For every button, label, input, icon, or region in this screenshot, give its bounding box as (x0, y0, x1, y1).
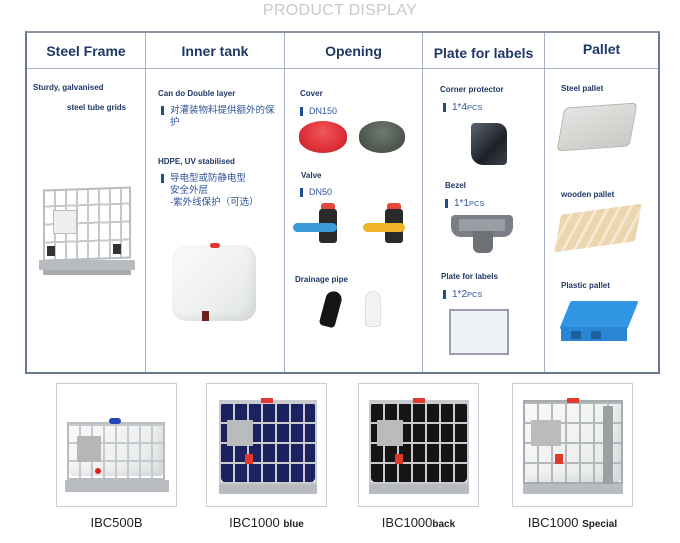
bullet-marker-icon (445, 199, 448, 208)
cover-label: Cover (300, 89, 323, 98)
cell-inner-tank: Can do Double layer 对灌装物料提供额外的保护 HDPE, U… (146, 69, 284, 372)
cell-opening: Cover DN150 Valve DN50 Drainage pipe (285, 69, 422, 372)
product-card-ibc1000-special[interactable] (512, 383, 633, 507)
plastic-pallet-label: Plastic pallet (561, 281, 610, 290)
valve-label: Valve (301, 171, 322, 180)
hdpe-bullet: 导电型或防静电型 安全外层 -紫外线保护（可选） (161, 173, 259, 209)
drainage-pipe-label: Drainage pipe (295, 275, 348, 284)
bezel-image (451, 215, 513, 255)
bezel-qty-bullet: 1*1PCS (445, 198, 484, 209)
corner-protector-image (471, 123, 507, 165)
valve-size-bullet: DN50 (300, 187, 332, 197)
hdpe-cn-line3: -紫外线保护（可选） (170, 197, 259, 208)
column-header-plate-for-labels: Plate for labels (433, 44, 534, 61)
steel-frame-desc-line2: steel tube grids (67, 103, 127, 112)
product-card-ibc500b[interactable] (56, 383, 177, 507)
gray-cover-image (359, 121, 405, 153)
cover-size: DN150 (309, 106, 338, 116)
steel-frame-desc-line1: Sturdy, galvanised (33, 83, 104, 92)
bullet-marker-icon (300, 188, 303, 197)
hdpe-cn-line1: 导电型或防静电型 (170, 173, 247, 184)
product-caption-ibc500b: IBC500B (90, 515, 143, 530)
header-divider (27, 68, 658, 69)
double-layer-bullet: 对灌装物料提供额外的保护 (161, 105, 276, 129)
column-header-steel-frame: Steel Frame (46, 42, 126, 59)
column-divider (422, 33, 423, 372)
column-header-opening: Opening (325, 42, 382, 59)
product-card-ibc1000-blue[interactable] (206, 383, 327, 507)
bezel-qty: 1*1PCS (454, 198, 485, 209)
plastic-pallet-image (559, 301, 639, 345)
label-plate-image (449, 309, 509, 355)
ibc500b-image (65, 418, 169, 498)
product-caption-ibc1000-black: IBC1000back (381, 515, 456, 530)
double-layer-label: Can do Double layer (158, 89, 236, 98)
column-divider (284, 33, 285, 372)
hdpe-cn-line2: 安全外层 (170, 185, 209, 196)
bullet-marker-icon (443, 290, 446, 299)
steel-pallet-image (556, 102, 638, 152)
corner-protector-qty: 1*4PCS (452, 102, 483, 113)
valve-size: DN50 (309, 187, 333, 197)
column-header-pallet: Pallet (582, 40, 621, 57)
black-drainage-pipe-image (318, 289, 344, 329)
page-title: PRODUCT DISPLAY (262, 2, 418, 19)
plate-qty: 1*2PCS (452, 289, 483, 300)
cover-size-bullet: DN150 (300, 106, 337, 116)
spec-table: Steel Frame Inner tank Opening Plate for… (25, 31, 660, 374)
product-caption-ibc1000-blue: IBC1000 blue (229, 515, 304, 530)
plate-for-labels-label: Plate for labels (441, 272, 498, 281)
red-cover-image (299, 121, 347, 153)
bullet-marker-icon (443, 103, 446, 112)
cell-plate-for-labels: Corner protector 1*4PCS Bezel 1*1PCS Pla… (423, 69, 544, 372)
steel-cage-image (39, 184, 135, 284)
ibc1000-blue-image (219, 398, 319, 500)
white-drainage-pipe-image (365, 291, 381, 327)
wooden-pallet-label: wooden pallet (561, 190, 615, 199)
column-divider (145, 33, 146, 372)
corner-protector-qty-bullet: 1*4PCS (443, 102, 482, 113)
bullet-marker-icon (161, 174, 164, 183)
wooden-pallet-image (554, 203, 642, 253)
corner-protector-label: Corner protector (440, 85, 504, 94)
steel-pallet-label: Steel pallet (561, 84, 604, 93)
cell-pallet: Steel pallet wooden pallet Plastic palle… (545, 69, 658, 372)
ibc1000-black-image (369, 398, 471, 500)
product-caption-ibc1000-special: IBC1000 Special (527, 515, 618, 530)
column-divider (544, 33, 545, 372)
hdpe-label: HDPE, UV stabilised (158, 157, 235, 166)
plate-qty-bullet: 1*2PCS (443, 289, 482, 300)
bullet-marker-icon (161, 106, 164, 115)
ibc1000-special-image (523, 398, 625, 500)
double-layer-cn-text: 对灌装物料提供额外的保护 (170, 105, 275, 128)
product-card-ibc1000-black[interactable] (358, 383, 479, 507)
inner-tank-image (172, 241, 256, 327)
blue-valve-image (293, 203, 345, 251)
yellow-valve-image (359, 203, 411, 251)
bullet-marker-icon (300, 107, 303, 116)
column-header-inner-tank: Inner tank (181, 42, 249, 59)
cell-steel-frame: Sturdy, galvanised steel tube grids (27, 69, 145, 372)
bezel-label: Bezel (445, 181, 466, 190)
